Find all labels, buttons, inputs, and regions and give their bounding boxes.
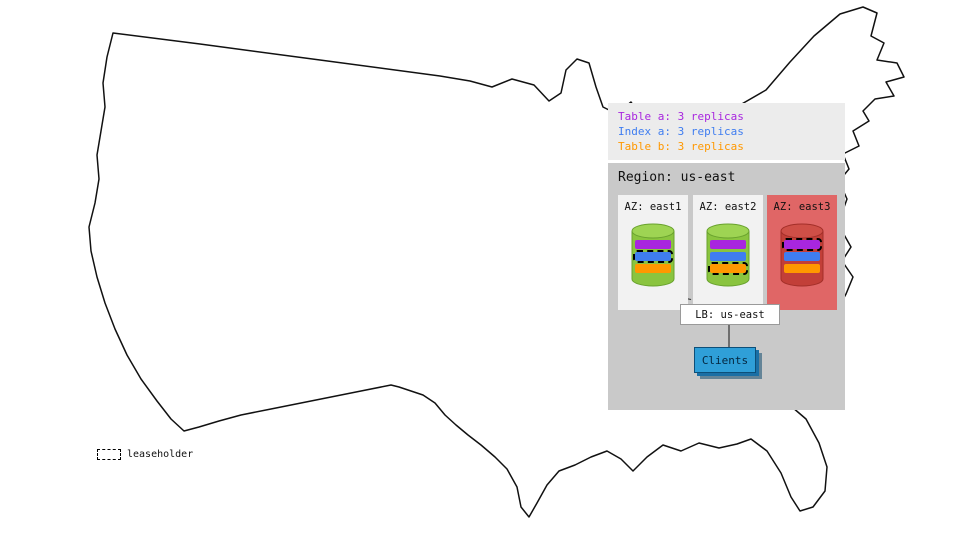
replica-bar-index-a-leaseholder [633,250,673,263]
replica-bar-table-b [635,264,671,273]
replica-bar-index-a [710,252,746,261]
replica-bar-table-a-leaseholder [782,238,822,251]
az-label-east2: AZ: east2 [699,201,757,213]
replica-bar-index-a [784,252,820,261]
clients-label: Clients [701,353,749,367]
clients-box: Clients [694,347,756,373]
az-label-east1: AZ: east1 [624,201,682,213]
replica-bar-table-a [635,240,671,249]
region-panel: Region: us-east AZ: east1 AZ: east2 [608,163,845,410]
az-box-east2: AZ: east2 [693,195,763,310]
replica-stack [708,240,748,276]
replica-stack [633,240,673,276]
replica-bar-table-b [784,264,820,273]
legend-index-a: Index a: 3 replicas [618,125,744,138]
replica-stack [782,238,822,276]
az-box-east1: AZ: east1 [618,195,688,310]
legend-table-b: Table b: 3 replicas [618,140,744,153]
az-label-east3: AZ: east3 [773,201,831,213]
leaseholder-legend-label: leaseholder [127,449,194,460]
replica-legend-panel: Table a: 3 replicas Index a: 3 replicas … [608,103,845,160]
legend-table-a: Table a: 3 replicas [618,110,744,123]
replica-bar-table-b-leaseholder [708,262,748,275]
leaseholder-legend: leaseholder [97,449,193,460]
load-balancer-box: LB: us-east [680,304,780,325]
replica-bar-table-a [710,240,746,249]
az-box-east3: AZ: east3 [767,195,837,310]
region-title: Region: us-east [618,170,736,185]
leaseholder-dashed-swatch [97,449,121,460]
